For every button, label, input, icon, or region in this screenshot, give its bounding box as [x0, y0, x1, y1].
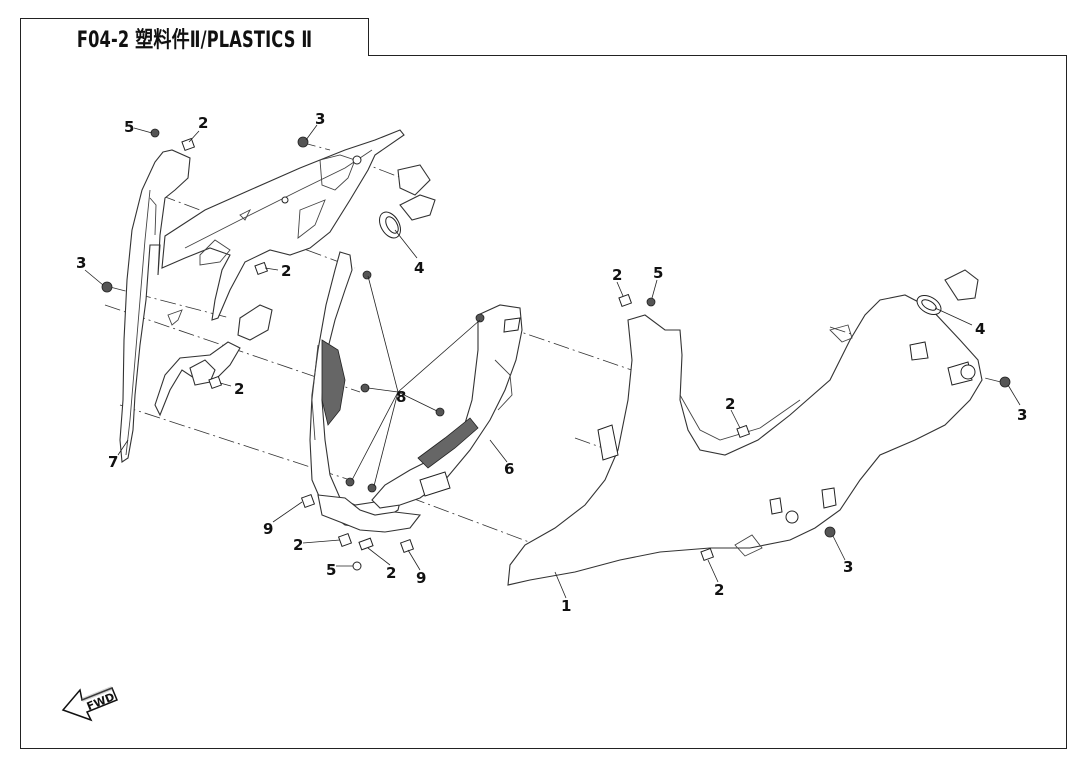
- drawing-frame: [20, 55, 1067, 749]
- callout-6: 6: [504, 460, 514, 478]
- fwd-direction-arrow: FWD: [61, 686, 118, 722]
- callout-2: 2: [725, 395, 735, 413]
- callout-1: 1: [561, 597, 571, 615]
- fwd-label: FWD: [85, 690, 117, 713]
- callout-2: 2: [293, 536, 303, 554]
- left-brackets: [154, 304, 273, 417]
- callout-2: 2: [386, 564, 396, 582]
- callout-3: 3: [843, 558, 853, 576]
- callout-9: 9: [263, 520, 273, 538]
- callout-4: 4: [975, 320, 985, 338]
- part-6-right-duct: [371, 304, 523, 509]
- callout-9: 9: [416, 569, 426, 587]
- title-box: F04-2 塑料件Ⅱ/PLASTICS Ⅱ: [20, 18, 369, 56]
- callout-3: 3: [76, 254, 86, 272]
- callout-2: 2: [198, 114, 208, 132]
- callout-7: 7: [108, 453, 118, 471]
- callout-labels: 5 2 3 4 3 2 2 7 8 6 9 2 5 2 9 2 5 4 3 2 …: [76, 110, 1027, 615]
- callout-8: 8: [396, 388, 406, 406]
- leader-lines: [84, 124, 1021, 599]
- callout-2: 2: [281, 262, 291, 280]
- callout-5: 5: [326, 561, 336, 579]
- fasteners: [101, 128, 1011, 562]
- callout-2: 2: [714, 581, 724, 599]
- upper-front-cowl: [161, 129, 405, 321]
- part-7-left-side-panel: [119, 149, 191, 463]
- callout-4: 4: [414, 259, 424, 277]
- callout-5: 5: [124, 118, 134, 136]
- callout-3: 3: [1017, 406, 1027, 424]
- part-1-right-side-fairing: [507, 294, 983, 586]
- callout-2: 2: [612, 266, 622, 284]
- part-4-grommets: [379, 164, 979, 315]
- diagram-title: F04-2 塑料件Ⅱ/PLASTICS Ⅱ: [76, 27, 313, 53]
- callout-2: 2: [234, 380, 244, 398]
- callout-5: 5: [653, 264, 663, 282]
- callout-3: 3: [315, 110, 325, 128]
